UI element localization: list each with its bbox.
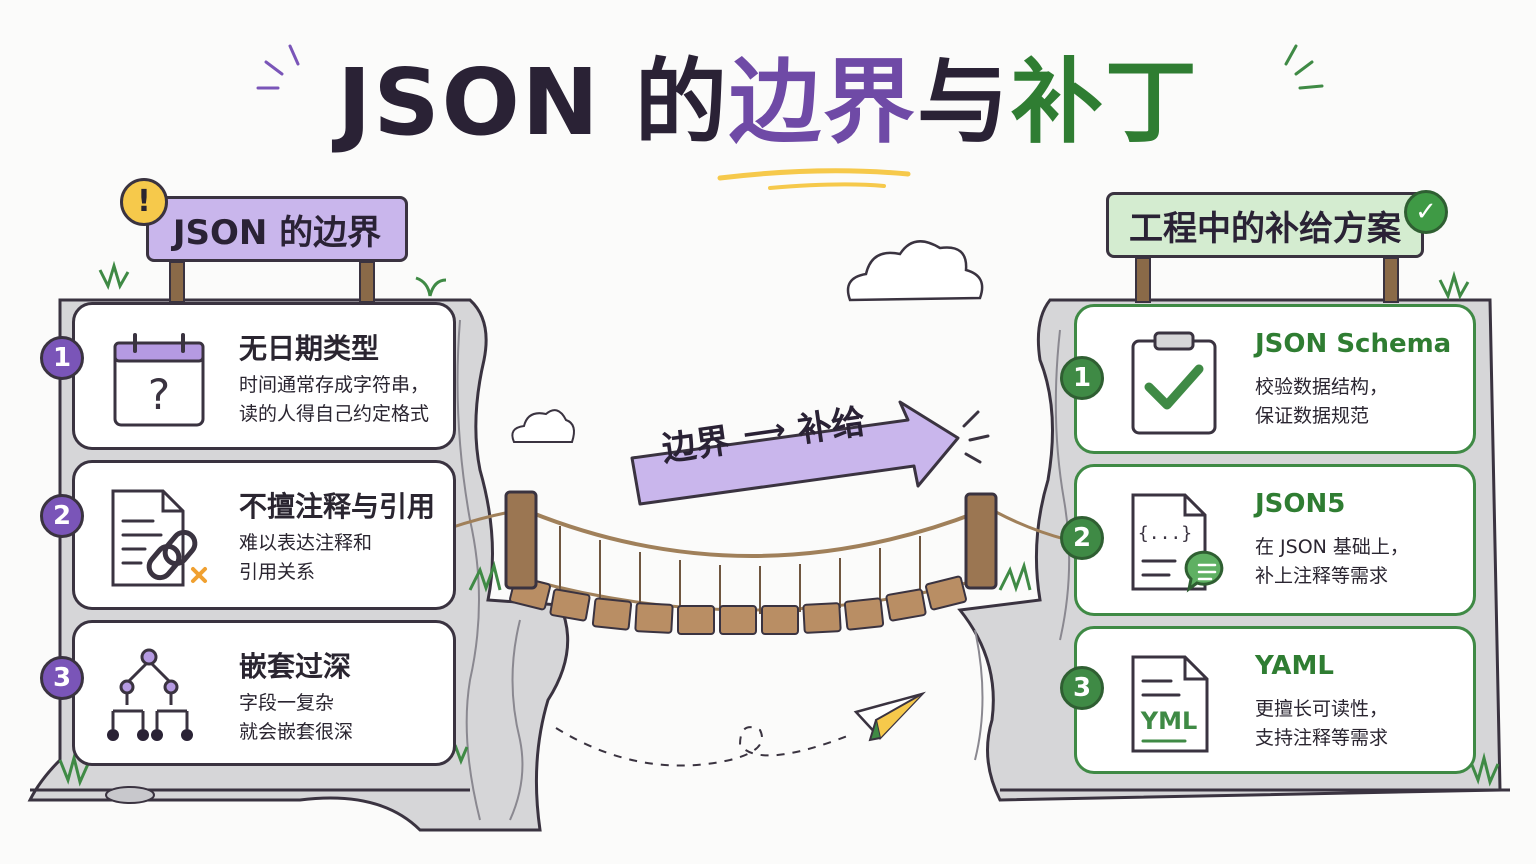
left-sign-post-a bbox=[169, 261, 185, 303]
left-card-3-desc-line2: 就会嵌套很深 bbox=[239, 721, 354, 743]
right-card-1-desc-line1: 校验数据结构， bbox=[1255, 376, 1389, 398]
arrow-label-symbol: ⟶ bbox=[740, 411, 788, 453]
left-sign-post-b bbox=[359, 261, 375, 303]
left-card-1-desc: 时间通常存成字符串， 读的人得自己约定格式 bbox=[239, 371, 429, 429]
left-card-3-desc: 字段一复杂 就会嵌套很深 bbox=[239, 689, 353, 747]
right-card-2-desc: 在 JSON 基础上， 补上注释等需求 bbox=[1255, 533, 1409, 591]
left-card-2-title: 不擅注释与引用 bbox=[239, 490, 436, 523]
title-sparks-left bbox=[256, 44, 300, 90]
left-card-2-desc-line2: 引用关系 bbox=[239, 561, 316, 583]
left-card-2-desc: 难以表达注释和 引用关系 bbox=[239, 529, 372, 587]
right-sign-post-b bbox=[1383, 257, 1399, 303]
right-card-3-desc-line2: 支持注释等需求 bbox=[1255, 727, 1389, 749]
transition-arrow bbox=[630, 400, 960, 506]
right-card-2-title: JSON5 bbox=[1255, 489, 1346, 519]
right-card-3-title: YAML bbox=[1255, 651, 1334, 681]
right-sign-post-a bbox=[1135, 257, 1151, 303]
right-number-3: 3 bbox=[1060, 666, 1104, 710]
arrow-label-to: 补给 bbox=[795, 401, 869, 451]
left-card-1-desc-line1: 时间通常存成字符串， bbox=[239, 374, 430, 396]
right-card-3-desc: 更擅长可读性， 支持注释等需求 bbox=[1255, 695, 1388, 753]
right-sign: 工程中的补给方案 bbox=[1106, 192, 1424, 258]
right-card-1: JSON Schema 校验数据结构， 保证数据规范 bbox=[1074, 304, 1476, 454]
left-sign: JSON 的边界 bbox=[146, 196, 408, 262]
right-card-1-desc: 校验数据结构， 保证数据规范 bbox=[1255, 373, 1388, 431]
right-card-1-desc-line2: 保证数据规范 bbox=[1255, 405, 1370, 427]
right-number-2: 2 bbox=[1060, 516, 1104, 560]
left-card-1: ? 无日期类型 时间通常存成字符串， 读的人得自己约定格式 bbox=[72, 302, 456, 450]
title-part-boundary: 边界 bbox=[728, 49, 917, 156]
right-card-2-desc-line2: 补上注释等需求 bbox=[1255, 565, 1389, 587]
tree-hierarchy-icon bbox=[107, 648, 193, 741]
clipboard-check-icon bbox=[1131, 331, 1217, 435]
document-comment-icon: {...} bbox=[1131, 493, 1224, 593]
cloud-small bbox=[511, 409, 575, 443]
document-broken-link-icon bbox=[111, 489, 207, 587]
left-number-3: 3 bbox=[40, 656, 84, 700]
left-number-2: 2 bbox=[40, 494, 84, 538]
right-card-3: YML YAML 更擅长可读性， 支持注释等需求 bbox=[1074, 626, 1476, 774]
left-card-2-desc-line1: 难以表达注释和 bbox=[239, 532, 373, 554]
left-card-1-desc-line2: 读的人得自己约定格式 bbox=[239, 403, 430, 425]
yaml-file-icon: YML bbox=[1131, 655, 1209, 753]
title-underline bbox=[717, 168, 911, 181]
check-badge-icon: ✓ bbox=[1404, 190, 1448, 234]
calendar-question-icon: ? bbox=[113, 333, 205, 427]
page-title: JSON 的边界与补丁 bbox=[0, 38, 1536, 168]
right-card-1-title: JSON Schema bbox=[1255, 329, 1452, 359]
right-card-3-desc-line1: 更擅长可读性， bbox=[1255, 698, 1389, 720]
yml-text: YML bbox=[1140, 707, 1198, 735]
title-part-patch: 补丁 bbox=[1010, 49, 1199, 156]
warning-icon: ! bbox=[120, 178, 168, 226]
right-card-2: {...} JSON5 在 JSON 基础上， 补上注释等需求 bbox=[1074, 464, 1476, 616]
left-card-3-title: 嵌套过深 bbox=[239, 650, 352, 683]
left-card-3: 嵌套过深 字段一复杂 就会嵌套很深 bbox=[72, 620, 456, 766]
right-card-2-desc-line1: 在 JSON 基础上， bbox=[1255, 536, 1409, 558]
left-card-2: 不擅注释与引用 难以表达注释和 引用关系 bbox=[72, 460, 456, 610]
left-card-1-title: 无日期类型 bbox=[239, 332, 380, 365]
right-number-1: 1 bbox=[1060, 356, 1104, 400]
title-part-json: JSON 的 bbox=[337, 49, 729, 156]
title-part-and: 与 bbox=[916, 49, 1011, 156]
paper-plane-icon bbox=[555, 691, 927, 767]
cloud-large bbox=[846, 240, 984, 302]
left-card-3-desc-line1: 字段一复杂 bbox=[239, 692, 335, 714]
svg-text:?: ? bbox=[148, 370, 170, 419]
left-number-1: 1 bbox=[40, 336, 84, 380]
json5-braces-text: {...} bbox=[1138, 523, 1192, 544]
rope-bridge bbox=[449, 490, 1069, 635]
title-sparks-right bbox=[1284, 44, 1324, 90]
arrow-sparks bbox=[962, 410, 990, 464]
arrow-label-from: 边界 bbox=[659, 420, 733, 470]
